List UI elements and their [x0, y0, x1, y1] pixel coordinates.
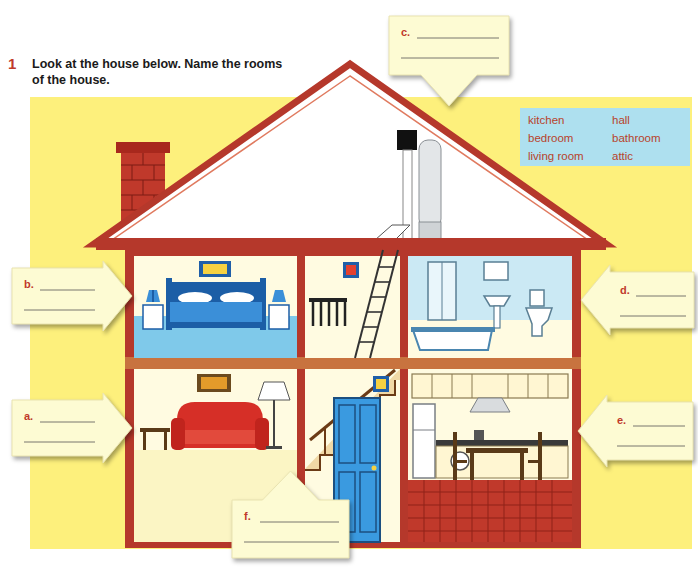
- roof-inner-line: [112, 76, 588, 240]
- word-box: kitchenhallbedroombathroomliving roomatt…: [520, 108, 690, 166]
- callout-arrow: e.: [575, 392, 695, 470]
- callout-fill: [581, 265, 694, 335]
- callout-arrow: b.: [10, 258, 135, 334]
- callout-fill: [12, 261, 132, 331]
- callout-letter: b.: [24, 278, 34, 290]
- callout-shape: [578, 262, 696, 338]
- callout-shape: [10, 258, 135, 334]
- callout-fill: [578, 395, 693, 467]
- callout-letter: c.: [401, 26, 410, 38]
- upper-hall: [305, 250, 400, 358]
- bathroom-room: [408, 256, 572, 358]
- callout-letter: e.: [617, 414, 626, 426]
- answer-line: [40, 422, 95, 423]
- answer-line: [617, 446, 685, 447]
- vocabulary-word: hall: [612, 113, 688, 130]
- floor-band: [125, 357, 581, 369]
- callout-fill: [389, 16, 509, 106]
- vocabulary-word: living room: [528, 149, 612, 166]
- callout-letter: a.: [24, 410, 33, 422]
- bedroom-room: [134, 256, 297, 358]
- answer-line: [244, 542, 339, 543]
- callout-fill: [232, 471, 349, 558]
- answer-line: [40, 290, 95, 291]
- answer-line: [620, 316, 686, 317]
- answer-line: [633, 426, 685, 427]
- callout-shape: [575, 392, 695, 470]
- answer-line: [417, 38, 499, 39]
- kitchen-room: [408, 369, 572, 542]
- exercise-number: 1: [8, 55, 16, 72]
- vocabulary-word: bathroom: [612, 131, 688, 148]
- callout-arrow: a.: [10, 390, 135, 466]
- vocabulary-word: attic: [612, 149, 688, 166]
- house-walls: [125, 248, 581, 548]
- answer-line: [401, 58, 499, 59]
- callout-shape: [10, 390, 135, 466]
- vocabulary-word: bedroom: [528, 131, 612, 148]
- attic-pipes: [375, 130, 441, 240]
- callout-letter: d.: [620, 284, 630, 296]
- callout-arrow: f.: [228, 468, 353, 560]
- callout-arrow: c.: [385, 14, 513, 109]
- callout-letter: f.: [244, 510, 251, 522]
- callout-arrow: d.: [578, 262, 696, 338]
- instruction-title: Look at the house below. Name the rooms …: [32, 56, 294, 88]
- callout-fill: [12, 393, 132, 463]
- vocabulary-word: kitchen: [528, 113, 612, 130]
- answer-line: [636, 296, 686, 297]
- answer-line: [260, 522, 339, 523]
- answer-line: [24, 442, 95, 443]
- answer-line: [24, 310, 95, 311]
